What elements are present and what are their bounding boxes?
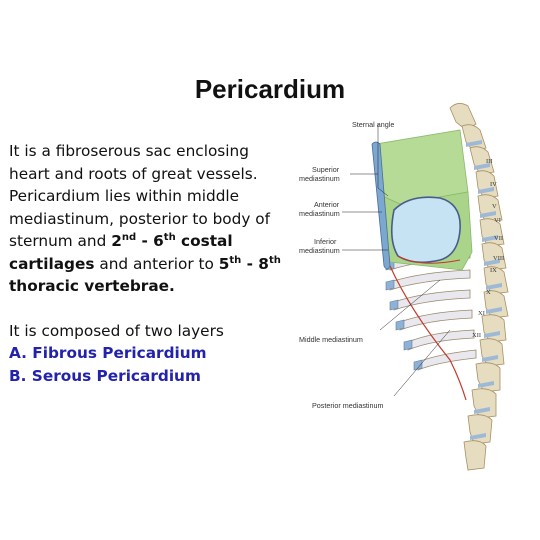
label-anterior-mediastinum: Anterior xyxy=(314,200,340,209)
label-anterior-mediastinum-2: mediastinum xyxy=(299,209,340,218)
label-superior-mediastinum: Superior xyxy=(312,165,340,174)
vertebra-label: VII xyxy=(494,235,503,242)
body-text: It is a fibroserous sac enclosing heart … xyxy=(9,140,299,387)
vertebra-label: IV xyxy=(490,181,497,188)
label-superior-mediastinum-2: mediastinum xyxy=(299,174,340,183)
vertebra-label: XI xyxy=(478,310,485,317)
text-line: It is composed of two layers xyxy=(9,321,224,340)
vertebra-label: IX xyxy=(490,267,497,274)
superior-mediastinum-region xyxy=(375,129,469,205)
middle-mediastinum-heart xyxy=(390,196,461,264)
label-posterior-mediastinum: Posterior mediastinum xyxy=(312,401,384,410)
vertebra-label: VI xyxy=(494,217,501,224)
text-line: mediastinum, posterior to body of xyxy=(9,209,271,228)
mediastinum-diagram: III IV V VI VII VIII IX X XI XII Sternal… xyxy=(299,103,509,471)
text-line: thoracic vertebrae. xyxy=(9,277,175,295)
vertebra-label: VIII xyxy=(493,255,504,262)
label-inferior-mediastinum-2: mediastinum xyxy=(299,246,340,255)
label-sternal-angle: Sternal angle xyxy=(352,120,394,129)
list-item-fibrous: A. Fibrous Pericardium xyxy=(9,344,207,362)
slide-title: Pericardium xyxy=(194,74,346,104)
text-line: cartilages and anterior to 5th - 8th xyxy=(9,254,281,273)
text-line: Pericardium lies within middle xyxy=(9,187,240,205)
label-middle-mediastinum: Middle mediastinum xyxy=(299,335,363,344)
vertebra-label: V xyxy=(492,203,497,210)
text-line: It is a fibroserous sac enclosing xyxy=(9,142,249,160)
text-line: heart and roots of great vessels. xyxy=(9,164,258,183)
vertebra-label: X xyxy=(486,289,491,296)
label-inferior-mediastinum: Inferior xyxy=(314,237,337,246)
list-item-serous: B. Serous Pericardium xyxy=(9,366,201,385)
vertebra-label: XII xyxy=(472,332,481,339)
vertebra-label: III xyxy=(486,158,493,165)
text-line: sternum and 2nd - 6th costal xyxy=(9,231,233,250)
